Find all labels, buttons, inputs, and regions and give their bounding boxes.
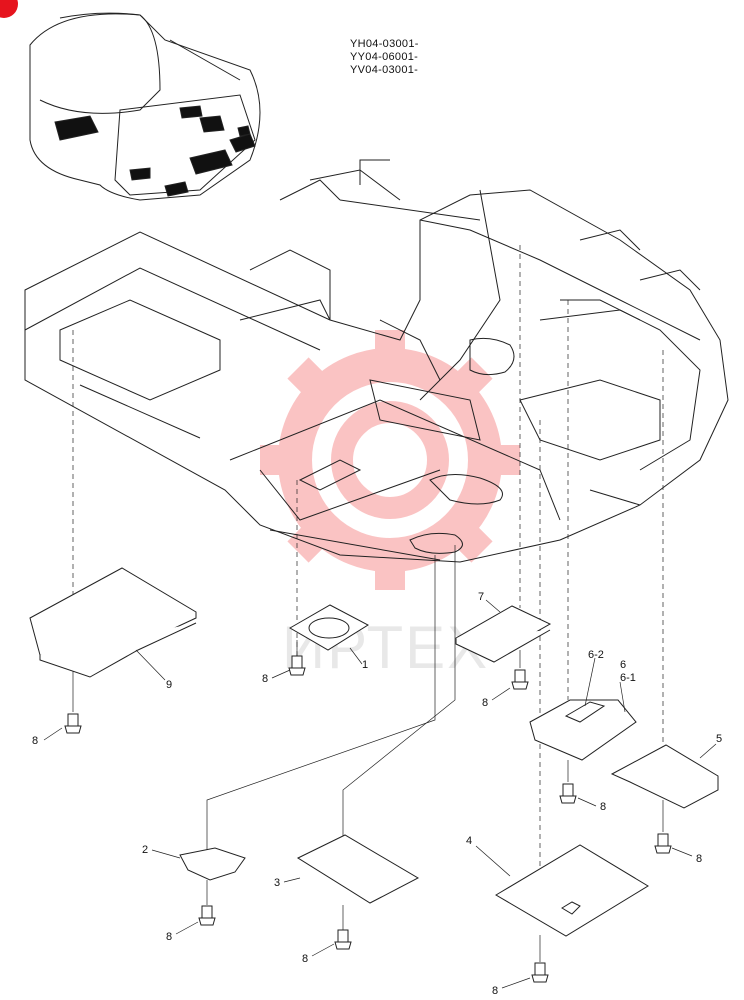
cover-plate-1 (288, 604, 370, 651)
serial-number-3: YV04-03001- (350, 64, 419, 76)
cover-plate-3 (296, 834, 420, 904)
callout-4: 4 (466, 835, 472, 847)
cover-plate-5 (610, 744, 719, 809)
callout-1: 1 (362, 659, 368, 671)
callout-6-1: 6-1 (620, 672, 636, 684)
callout-8-d: 8 (600, 801, 606, 813)
alignment-lines (72, 245, 664, 870)
serial-number-1: YH04-03001- (350, 38, 419, 50)
cover-plate-7 (454, 605, 552, 663)
upper-frame-assembly (24, 159, 729, 563)
callout-8-g: 8 (302, 953, 308, 965)
callout-8-f: 8 (166, 931, 172, 943)
callout-8-e: 8 (696, 853, 702, 865)
cover-plate-4 (495, 844, 649, 937)
callout-8-c: 8 (482, 697, 488, 709)
callout-3: 3 (274, 877, 280, 889)
bolts (64, 655, 672, 983)
cover-plate-6 (529, 699, 637, 761)
callout-2: 2 (142, 844, 148, 856)
cover-plate-2 (179, 847, 246, 881)
callout-7: 7 (478, 591, 484, 603)
callout-5: 5 (716, 733, 722, 745)
leader-lines (72, 545, 664, 962)
callout-9: 9 (166, 679, 172, 691)
callout-leaders (43, 599, 717, 989)
callout-8-a: 8 (32, 735, 38, 747)
cover-plate-9 (29, 567, 197, 678)
callout-8-h: 8 (492, 985, 498, 997)
machine-inset-thumbnail (29, 12, 261, 201)
corner-marker (0, 0, 18, 18)
callout-6: 6 (620, 659, 626, 671)
callout-8-b: 8 (262, 673, 268, 685)
callout-6-2: 6-2 (588, 649, 604, 661)
serial-number-2: YY04-06001- (350, 51, 419, 63)
